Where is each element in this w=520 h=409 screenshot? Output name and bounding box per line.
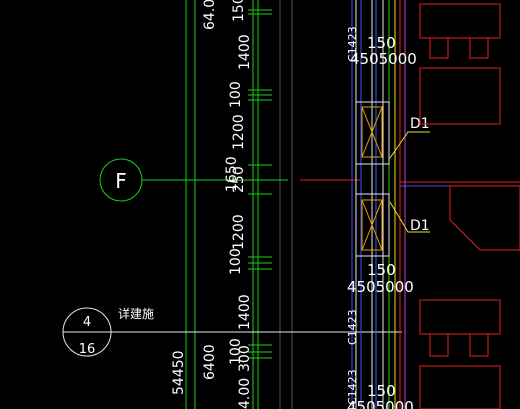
green-vertical-lines [185, 0, 259, 409]
window-tag-labels: C1423 C1423 C1423 [346, 26, 359, 405]
red-outlines-right [419, 3, 520, 409]
tag-c1423-2: C1423 [346, 309, 359, 345]
dim-100c: 100 [228, 338, 244, 365]
dim-r-150-2: 150 [367, 261, 396, 279]
detail-number: 4 [83, 315, 91, 330]
grid-axis-bubble-icon[interactable]: F [99, 158, 143, 202]
dim-r-4505000-1: 4505000 [350, 50, 417, 68]
dim-1200: 1200 [231, 114, 247, 150]
dim-150: 150 [231, 0, 247, 22]
detail-sheet: 16 [79, 342, 96, 357]
dim-300: 300 [237, 345, 253, 372]
tag-c1423-3: C1423 [346, 369, 359, 405]
detail-note: 详建施 [118, 306, 154, 321]
dim-6400: 6400 [202, 344, 218, 380]
dim-100: 100 [228, 81, 244, 108]
grid-axis-label: F [115, 169, 127, 193]
d1-leaders [389, 131, 430, 233]
dim-1400: 1400 [237, 34, 253, 70]
dim-r-4505000-3: 4505000 [347, 398, 414, 409]
dim-1650: 1650 [224, 156, 240, 192]
dim-4: 4.00 [237, 378, 253, 409]
dim-r-150-3: 150 [367, 382, 396, 400]
tag-c1423-1: C1423 [346, 26, 359, 62]
dim-250: 250 [231, 166, 247, 193]
dim-r-150-1: 150 [367, 34, 396, 52]
dim-54450: 54450 [171, 350, 187, 395]
grey-guide-lines [279, 0, 293, 409]
tag-d1-bottom: D1 [410, 218, 430, 234]
crossed-rectangle-icon[interactable] [355, 101, 390, 257]
dim-r-4505000-2: 4505000 [347, 278, 414, 296]
detail-index-symbol-icon[interactable]: 4 16 [62, 307, 402, 357]
dim-1200b: 1200 [231, 214, 247, 250]
dimension-ticks [248, 9, 272, 359]
dim-100b: 100 [228, 248, 244, 275]
dimension-texts-right: 150 4505000 150 4505000 150 4505000 [347, 34, 417, 409]
dim-64: 64.0 [202, 0, 218, 30]
dimension-texts-column-2: 150 1400 100 1200 1650 250 1200 100 1400… [202, 0, 253, 409]
dimension-texts-column-1: 64.0 54450 [171, 0, 218, 395]
dim-1400b: 1400 [237, 294, 253, 330]
